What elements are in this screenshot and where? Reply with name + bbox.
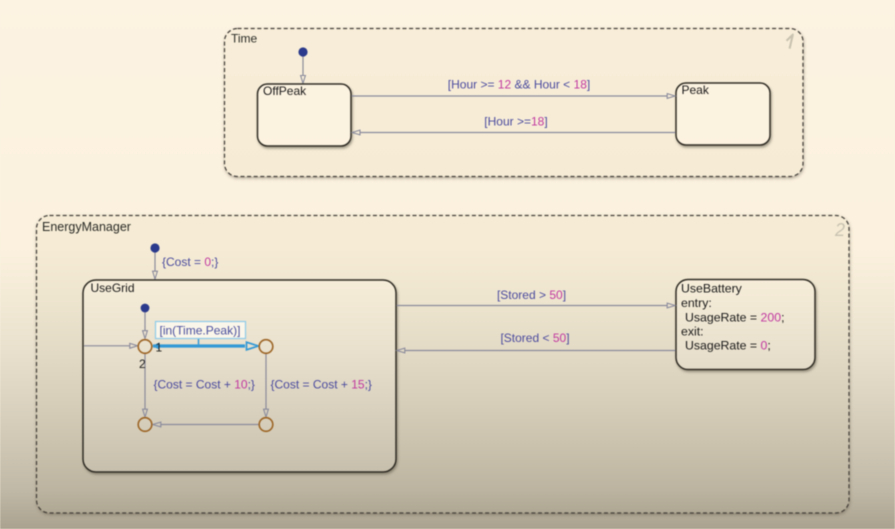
svg-text:2: 2 bbox=[834, 220, 845, 240]
svg-text:UseBattery: UseBattery bbox=[681, 282, 743, 296]
svg-text:Peak: Peak bbox=[682, 83, 710, 97]
svg-text:UsageRate = 200;: UsageRate = 200; bbox=[685, 311, 785, 325]
svg-text:{Cost = Cost + 15;}: {Cost = Cost + 15;} bbox=[271, 378, 372, 392]
svg-text:EnergyManager: EnergyManager bbox=[42, 220, 131, 234]
svg-text:Time: Time bbox=[231, 32, 258, 46]
svg-text:2: 2 bbox=[139, 357, 146, 371]
svg-text:[Hour >=18]: [Hour >=18] bbox=[484, 115, 547, 129]
svg-text:exit:: exit: bbox=[681, 325, 704, 339]
svg-text:1: 1 bbox=[156, 341, 163, 355]
svg-text:[Stored < 50]: [Stored < 50] bbox=[500, 331, 569, 345]
svg-text:UsageRate = 0;: UsageRate = 0; bbox=[685, 339, 771, 353]
svg-text:[Stored > 50]: [Stored > 50] bbox=[497, 288, 566, 302]
svg-text:entry:: entry: bbox=[681, 296, 712, 310]
svg-text:[Hour >= 12 && Hour < 18]: [Hour >= 12 && Hour < 18] bbox=[448, 78, 590, 92]
svg-text:UseGrid: UseGrid bbox=[91, 281, 135, 295]
svg-text:{Cost = Cost + 10;}: {Cost = Cost + 10;} bbox=[154, 378, 255, 392]
svg-text:OffPeak: OffPeak bbox=[263, 84, 307, 98]
svg-text:[in(Time.Peak)]: [in(Time.Peak)] bbox=[160, 324, 241, 338]
svg-text:{Cost = 0;}: {Cost = 0;} bbox=[162, 255, 218, 269]
